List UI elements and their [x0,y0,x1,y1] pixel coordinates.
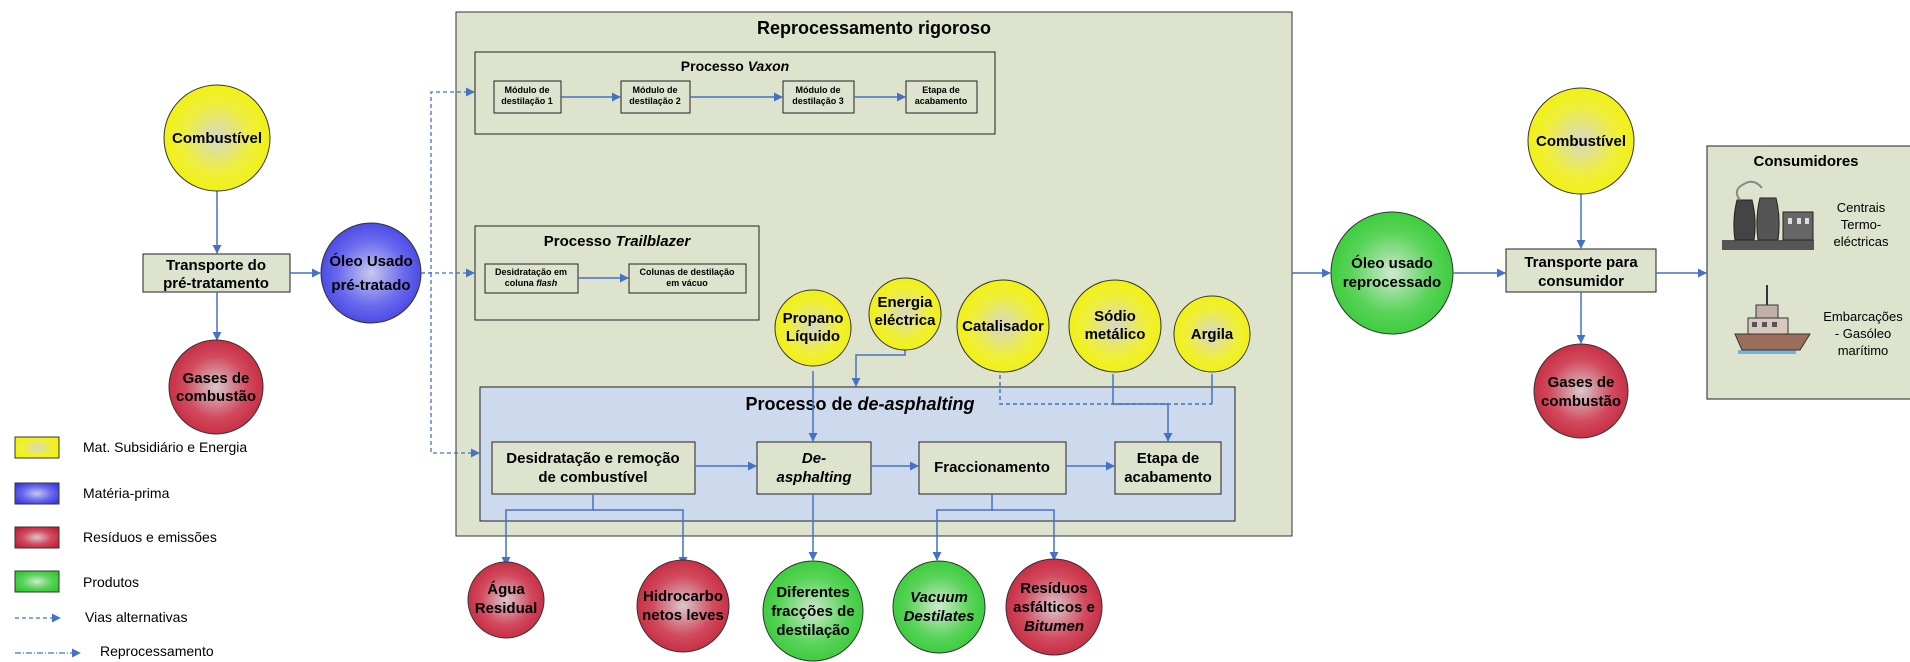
right-combustivel-circle [1527,87,1635,195]
left-combustivel-circle [163,84,271,192]
deasphalting-step-1 [491,441,696,495]
right-oleo-circle [1330,211,1454,335]
propano-circle [774,289,852,367]
residuos-circle [1005,558,1103,656]
right-transport-box [1505,248,1657,293]
legend-swatch-subsidiary [14,436,60,459]
fraccoes-circle [762,560,864,662]
consumers-title: Consumidores [1753,153,1858,170]
legend-label-subsidiary: Mat. Subsidiário e Energia [83,439,247,455]
reprocessing-title: Reprocessamento rigoroso [757,18,991,38]
deasphalting-title: Processo de de-asphalting [745,394,974,414]
vaxon-step-3 [782,80,855,114]
left-gases-circle [168,339,264,435]
deasphalting-step-3-label: Fraccionamento [934,459,1050,476]
sodio-circle [1068,279,1162,373]
legend: Mat. Subsidiário e Energia Matéria-prima… [14,436,247,659]
legend-label-product: Produtos [83,574,139,590]
trailblazer-title: Processo Trailblazer [544,233,692,250]
input-connectors [808,350,1213,442]
legend-swatch-raw [14,482,60,505]
catalisador-label: Catalisador [962,318,1044,335]
legend-label-reprocessing: Reprocessamento [100,643,214,659]
argila-label: Argila [1191,326,1234,343]
right-gases-circle [1533,343,1629,439]
ship-icon [1734,285,1811,354]
argila-circle [1173,295,1251,373]
hidro-circle [636,559,730,653]
left-combustivel-label: Combustível [172,130,262,147]
legend-label-waste: Resíduos e emissões [83,529,217,545]
vaxon-step-1 [493,80,562,114]
vacuum-circle [892,560,986,654]
left-oleo-circle [320,222,422,324]
deasphalting-step-4 [1114,441,1222,495]
trailblazer-step-1 [484,263,579,294]
agua-circle [467,561,545,639]
power-plant-icon [1722,180,1814,250]
trailblazer-step-2 [628,263,747,294]
legend-label-raw: Matéria-prima [83,485,170,501]
deasphalting-step-2-label: De-asphalting [776,450,851,486]
energia-circle [868,277,942,351]
output-connectors [501,494,1059,566]
right-combustivel-label: Combustível [1536,133,1626,150]
consumers-box [1706,145,1910,400]
vaxon-step-4 [905,80,978,114]
legend-swatch-waste [14,526,60,549]
vaxon-title: Processo Vaxon [681,58,789,74]
deasphalting-step-2 [756,441,872,495]
legend-label-alternative: Vias alternativas [85,609,187,625]
catalisador-circle [956,279,1050,373]
alternative-routes [421,87,480,458]
legend-swatch-product [14,570,60,593]
